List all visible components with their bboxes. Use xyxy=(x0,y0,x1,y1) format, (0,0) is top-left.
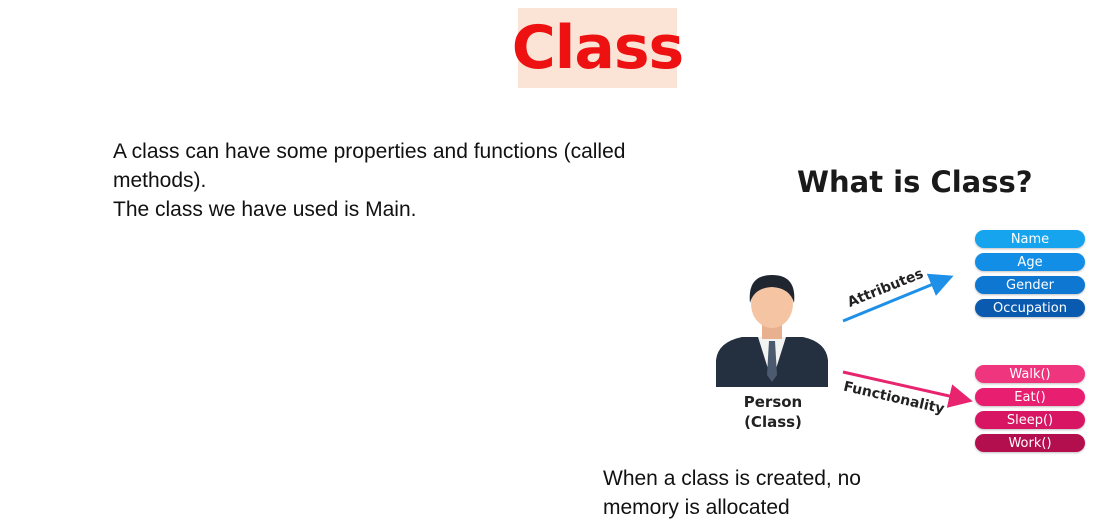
body-text: A class can have some properties and fun… xyxy=(113,137,703,224)
footer-line: memory is allocated xyxy=(603,496,790,519)
attribute-pill: Age xyxy=(975,253,1085,271)
footer-line: When a class is created, no xyxy=(603,467,861,490)
person-label-line: (Class) xyxy=(744,413,802,431)
title-box: Class xyxy=(512,8,684,88)
functionality-arrow xyxy=(842,370,973,408)
attributes-arrow xyxy=(842,273,954,323)
body-line: A class can have some properties and fun… xyxy=(113,140,626,163)
person-label: Person (Class) xyxy=(728,392,818,432)
function-pill: Sleep() xyxy=(975,411,1085,429)
diagram-title: What is Class? xyxy=(797,165,1033,199)
footer-text: When a class is created, no memory is al… xyxy=(603,464,933,522)
page-title: Class xyxy=(511,13,685,83)
body-line: The class we have used is Main. xyxy=(113,198,417,221)
attribute-pill: Gender xyxy=(975,276,1085,294)
person-label-line: Person xyxy=(743,393,803,411)
body-line: methods). xyxy=(113,169,207,192)
attribute-pill: Name xyxy=(975,230,1085,248)
function-pill: Work() xyxy=(975,434,1085,452)
attribute-pill: Occupation xyxy=(975,299,1085,317)
function-pill: Eat() xyxy=(975,388,1085,406)
function-pill: Walk() xyxy=(975,365,1085,383)
person-icon xyxy=(716,275,828,387)
